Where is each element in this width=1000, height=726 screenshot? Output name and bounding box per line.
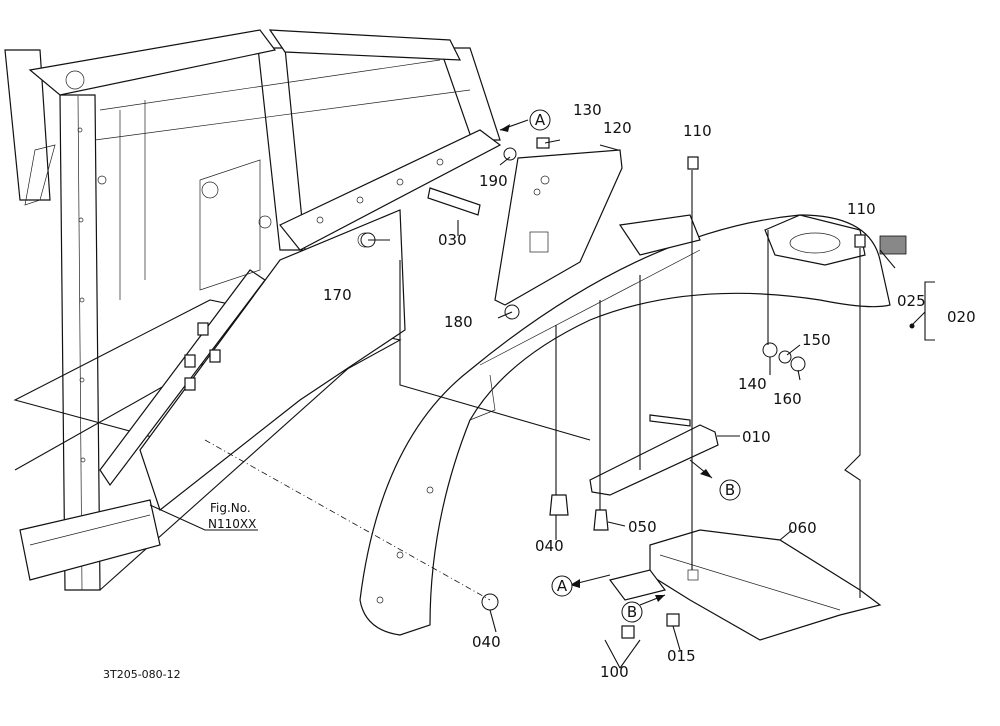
label-170: 170 (323, 286, 352, 304)
label-140: 140 (738, 375, 767, 393)
bar-030 (427, 187, 481, 216)
leader-lines (149, 119, 935, 669)
ref-marker-a-top: A (529, 109, 551, 131)
bracket-010 (589, 424, 719, 496)
fender-020 (359, 214, 891, 636)
label-040-low: 040 (472, 633, 501, 651)
label-180: 180 (444, 313, 473, 331)
label-160: 160 (773, 390, 802, 408)
label-190: 190 (479, 172, 508, 190)
bracket-120 (494, 149, 623, 306)
label-060: 060 (788, 519, 817, 537)
label-100: 100 (600, 663, 629, 681)
fig-ref-line1: Fig.No. (210, 501, 251, 515)
svg-text:B: B (627, 603, 637, 621)
label-010: 010 (742, 428, 771, 446)
cover-060 (608, 529, 882, 641)
ref-marker-a-bottom: A (551, 575, 573, 597)
ref-marker-b-right: B (719, 479, 741, 501)
label-020: 020 (947, 308, 976, 326)
label-030: 030 (438, 231, 467, 249)
decal-025 (879, 235, 907, 255)
label-110-top: 110 (683, 122, 712, 140)
svg-text:A: A (535, 111, 546, 129)
label-150: 150 (802, 331, 831, 349)
label-110-right: 110 (847, 200, 876, 218)
svg-text:B: B (725, 481, 735, 499)
label-130: 130 (573, 101, 602, 119)
label-015: 015 (667, 647, 696, 665)
ref-marker-b-bottom: B (621, 601, 643, 623)
svg-text:A: A (557, 577, 568, 595)
bracket-010-pin (649, 414, 691, 427)
label-050: 050 (628, 518, 657, 536)
fig-ref-line2: N110XX (208, 517, 256, 531)
drawing-code: 3T205-080-12 (103, 668, 181, 681)
cabin-frame (4, 29, 502, 591)
label-040-mid: 040 (535, 537, 564, 555)
label-120: 120 (603, 119, 632, 137)
label-025: 025 (897, 292, 926, 310)
